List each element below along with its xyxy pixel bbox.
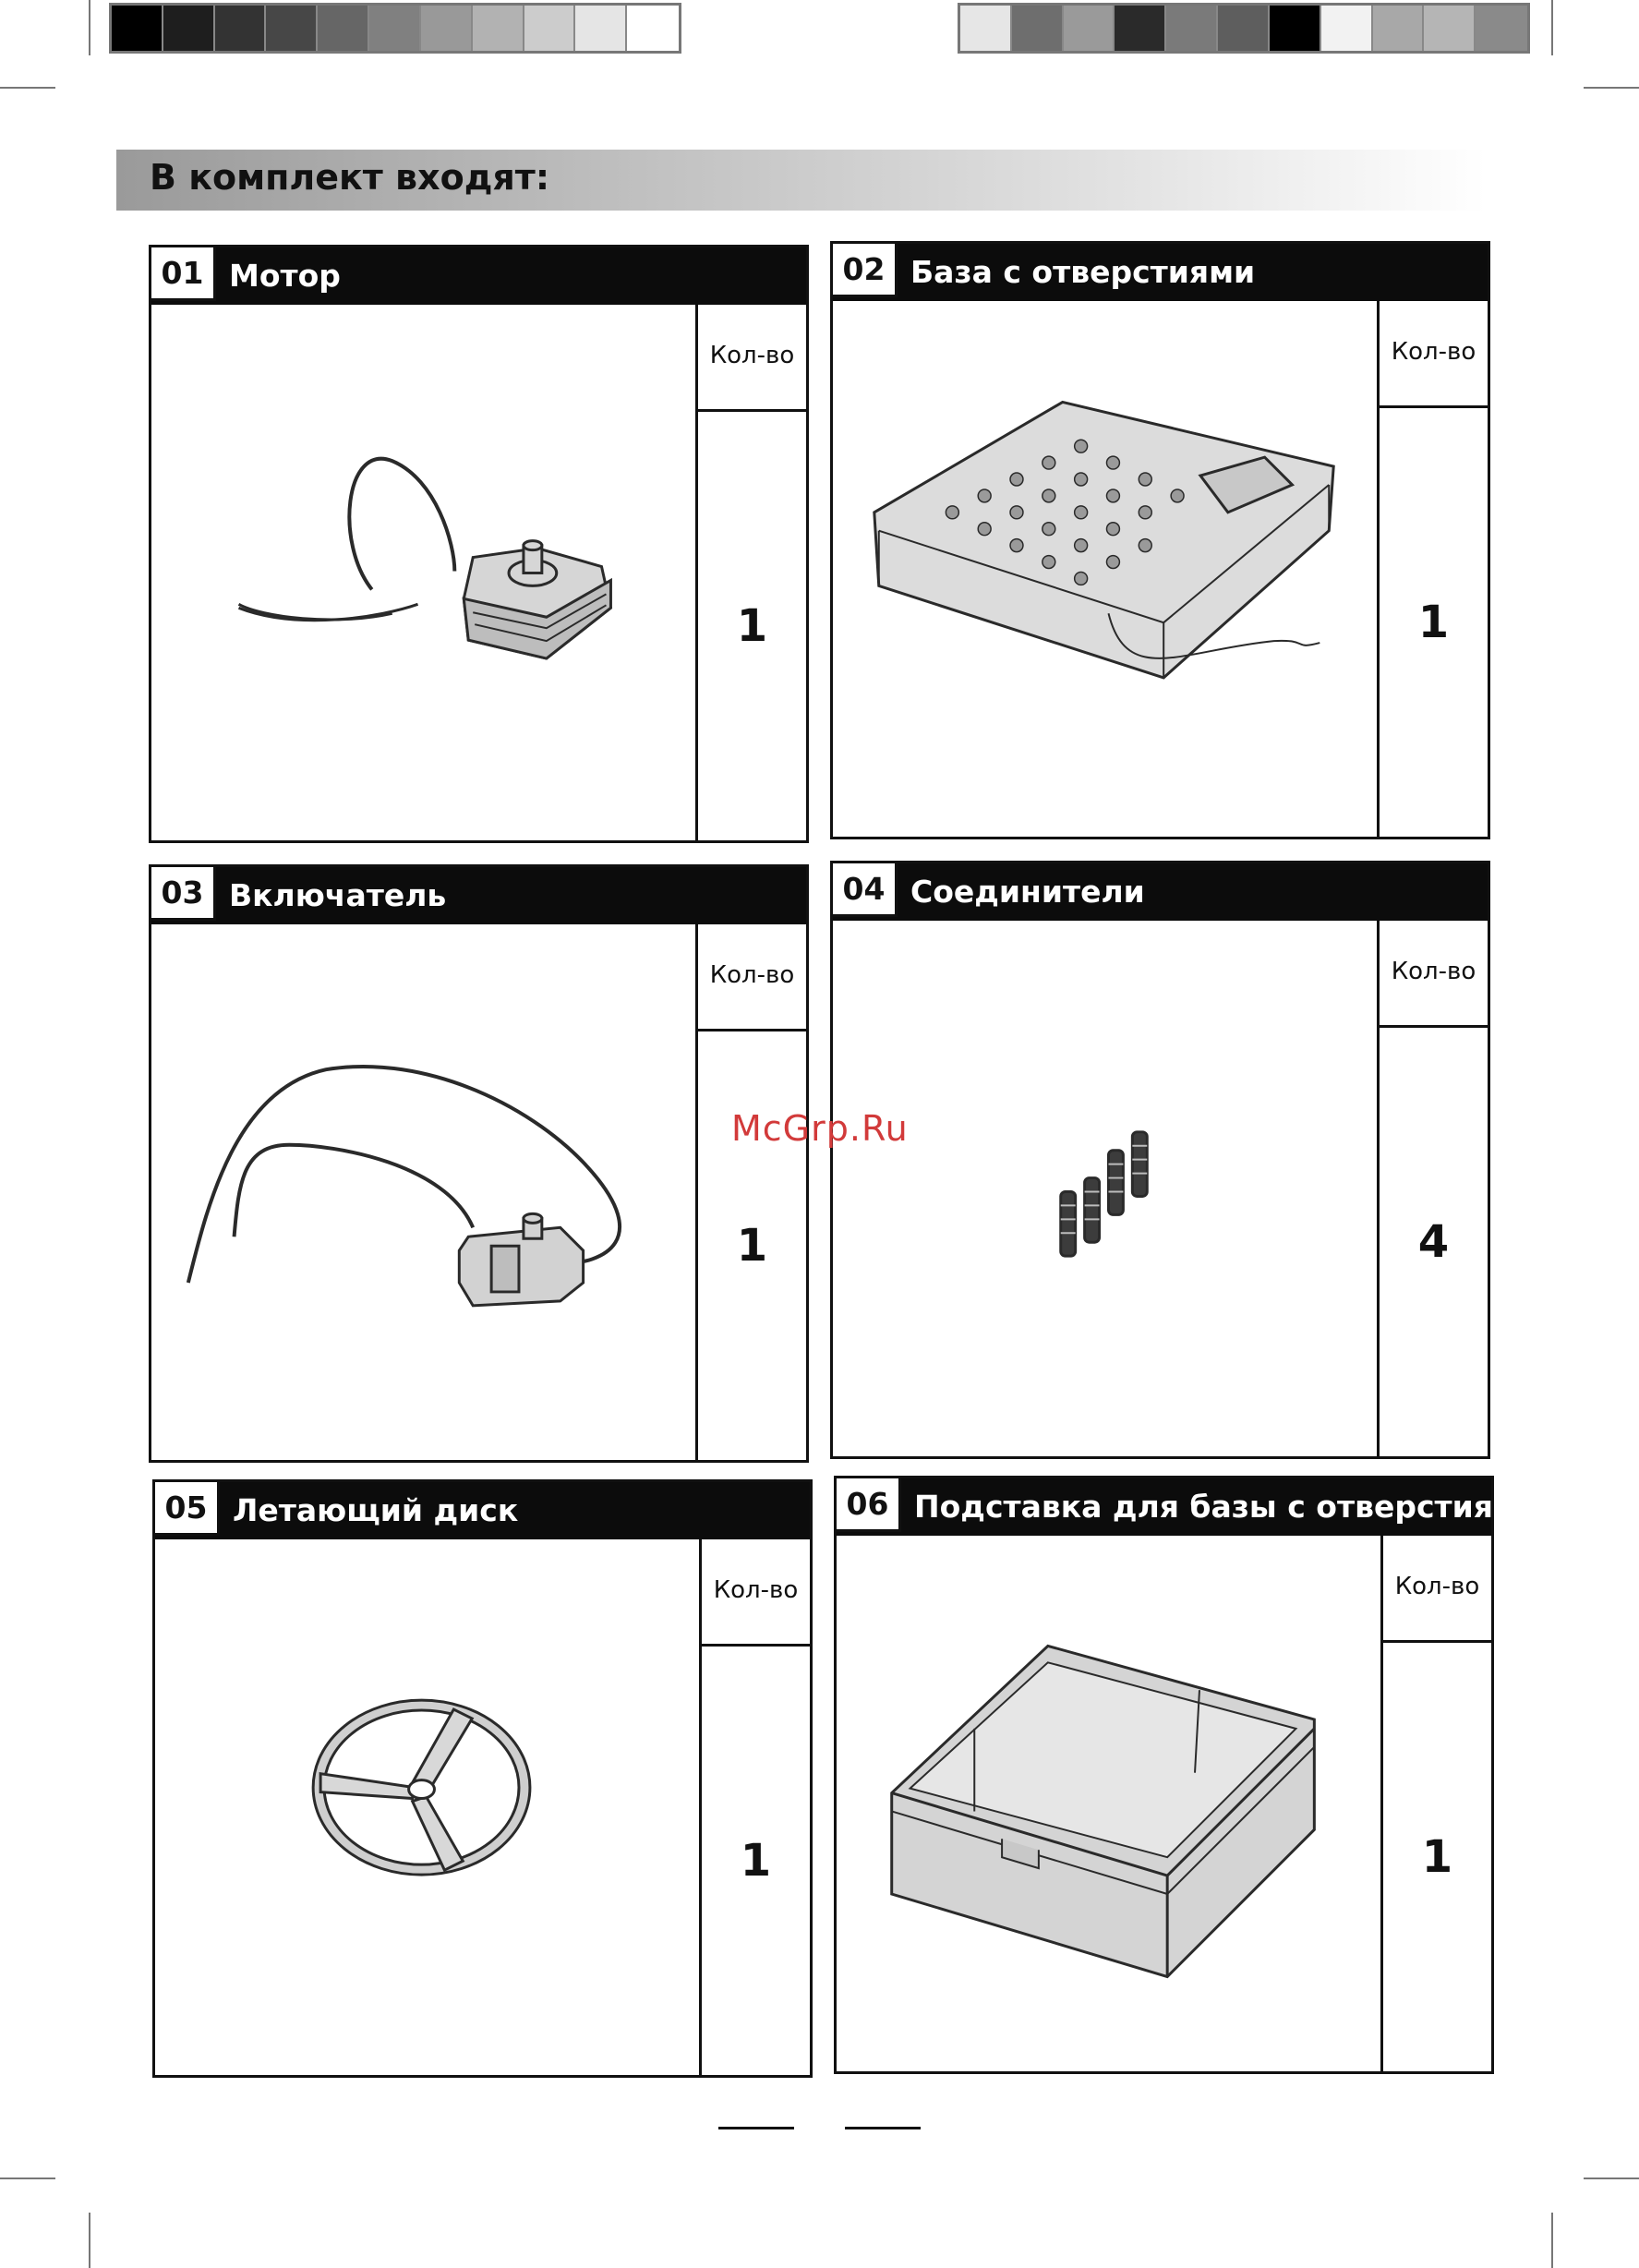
crop-mark <box>89 2213 90 2268</box>
crop-mark <box>1551 0 1553 55</box>
quantity-label: Кол-во <box>698 924 806 1031</box>
color-swatch <box>960 6 1012 51</box>
color-swatch <box>524 6 576 51</box>
section-title: В комплект входят: <box>150 157 549 198</box>
item-name: Подставка для базы с отверстиями <box>914 1478 1539 1536</box>
quantity-column: Кол-во 1 <box>699 1539 810 2075</box>
item-name: База с отверстиями <box>910 244 1255 301</box>
item-name: Мотор <box>229 247 341 305</box>
section-header: В комплект входят: <box>116 150 1487 211</box>
quantity-value: 1 <box>1380 408 1488 837</box>
color-swatch <box>215 6 267 51</box>
color-swatch <box>163 6 215 51</box>
color-swatch <box>1166 6 1218 51</box>
item-name: Включатель <box>229 867 446 924</box>
quantity-label: Кол-во <box>1380 301 1488 408</box>
color-swatch <box>627 6 679 51</box>
item-number: 02 <box>833 244 898 297</box>
quantity-value: 1 <box>702 1647 810 2075</box>
footer-line <box>845 2127 921 2129</box>
base-stand-illustration <box>837 1536 1380 2071</box>
crop-mark <box>89 0 90 55</box>
crop-mark <box>0 87 55 89</box>
color-swatch <box>1270 6 1321 51</box>
flying-disc-illustration <box>155 1539 699 2075</box>
color-swatch <box>473 6 524 51</box>
watermark: McGrp.Ru <box>731 1108 909 1149</box>
color-swatch <box>318 6 369 51</box>
item-number: 06 <box>837 1478 901 1532</box>
item-card-switch: 03 Включатель Кол-во 1 <box>149 864 809 1463</box>
item-number: 05 <box>155 1482 220 1536</box>
color-swatch <box>1424 6 1476 51</box>
color-strip-right <box>958 3 1530 54</box>
quantity-label: Кол-во <box>1383 1536 1491 1643</box>
quantity-column: Кол-во 4 <box>1377 921 1488 1456</box>
quantity-value: 4 <box>1380 1028 1488 1456</box>
quantity-column: Кол-во 1 <box>695 924 806 1460</box>
color-swatch <box>266 6 318 51</box>
quantity-column: Кол-во 1 <box>695 305 806 840</box>
color-swatch <box>1012 6 1064 51</box>
color-swatch <box>1373 6 1425 51</box>
quantity-value: 1 <box>698 412 806 840</box>
quantity-value: 1 <box>698 1031 806 1460</box>
color-swatch <box>1115 6 1166 51</box>
item-number: 01 <box>151 247 216 301</box>
connectors-illustration <box>833 921 1377 1456</box>
item-card-base-with-holes: 02 База с отверстиями Кол-во 1 <box>830 241 1490 839</box>
quantity-label: Кол-во <box>1380 921 1488 1028</box>
switch-illustration <box>151 924 695 1460</box>
item-card-flying-disc: 05 Летающий диск Кол-во 1 <box>152 1479 813 2078</box>
item-name: Соединители <box>910 863 1145 921</box>
color-swatch <box>112 6 163 51</box>
item-number: 03 <box>151 867 216 921</box>
color-swatch <box>1064 6 1115 51</box>
crop-mark <box>0 2178 55 2179</box>
quantity-column: Кол-во 1 <box>1377 301 1488 837</box>
crop-mark <box>1584 87 1639 89</box>
motor-illustration <box>151 305 695 840</box>
quantity-value: 1 <box>1383 1643 1491 2071</box>
quantity-column: Кол-во 1 <box>1380 1536 1491 2071</box>
color-swatch <box>369 6 421 51</box>
quantity-label: Кол-во <box>702 1539 810 1647</box>
color-swatch <box>1218 6 1270 51</box>
crop-mark <box>1551 2213 1553 2268</box>
crop-mark <box>1584 2178 1639 2179</box>
color-swatch <box>1476 6 1527 51</box>
item-name: Летающий диск <box>233 1482 518 1539</box>
item-card-connectors: 04 Соединители Кол-во 4 <box>830 861 1490 1459</box>
item-card-base-stand: 06 Подставка для базы с отверстиями Кол-… <box>834 1476 1494 2074</box>
quantity-label: Кол-во <box>698 305 806 412</box>
color-swatch <box>421 6 473 51</box>
base-with-holes-illustration <box>833 301 1377 837</box>
color-swatch <box>575 6 627 51</box>
item-number: 04 <box>833 863 898 917</box>
color-swatch <box>1321 6 1373 51</box>
footer-line <box>718 2127 794 2129</box>
color-strip-left <box>109 3 681 54</box>
item-card-motor: 01 Мотор Кол-во 1 <box>149 245 809 843</box>
